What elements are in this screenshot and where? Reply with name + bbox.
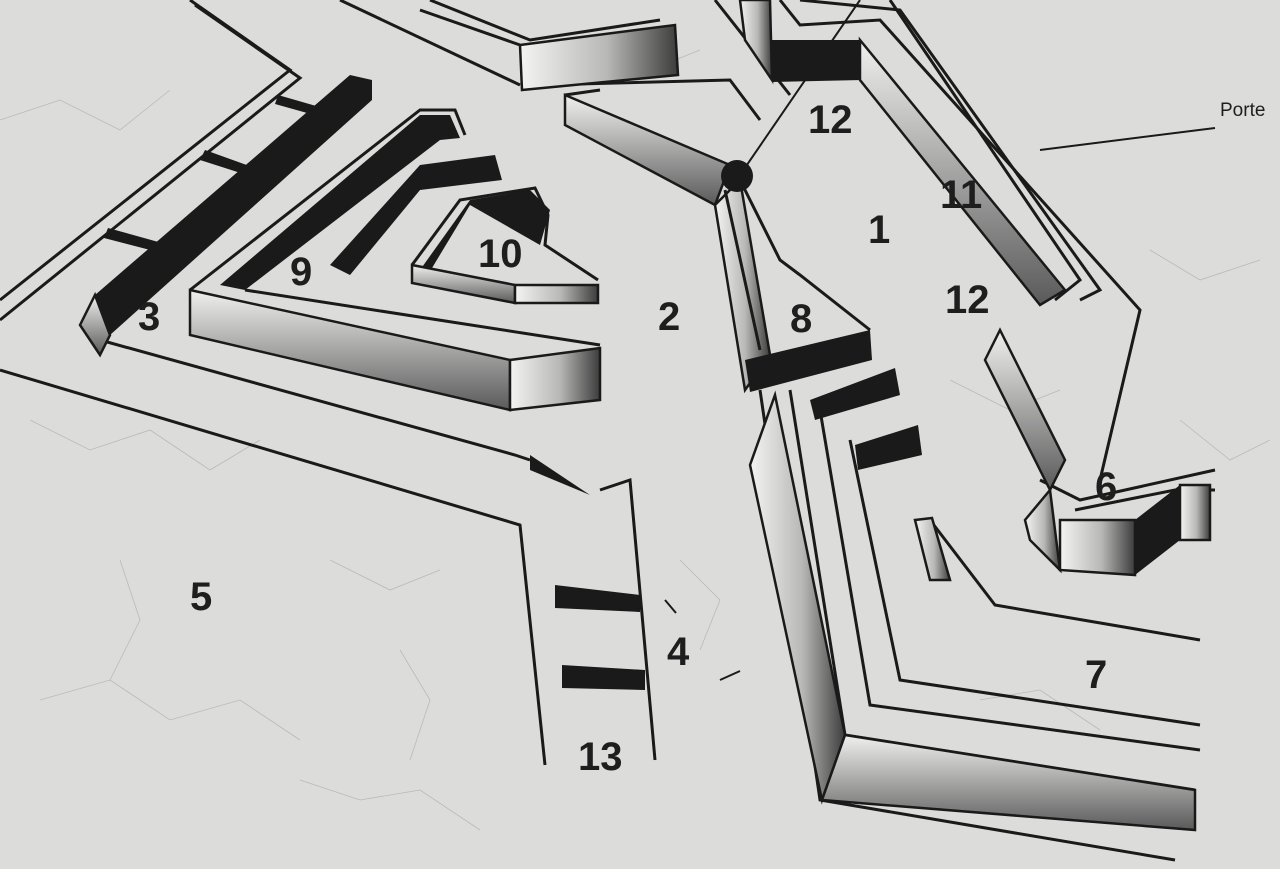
gate-label: Porte <box>1220 100 1265 121</box>
label-12-middle: 12 <box>945 278 990 322</box>
label-8: 8 <box>790 297 812 341</box>
bastion-3 <box>78 75 372 358</box>
bastion-7 <box>748 368 1197 832</box>
bastion-6 <box>983 327 1212 577</box>
label-2: 2 <box>658 295 680 339</box>
label-3: 3 <box>138 295 160 339</box>
label-6: 6 <box>1095 465 1117 509</box>
label-9: 9 <box>290 250 312 294</box>
top-wall <box>419 8 680 92</box>
label-13: 13 <box>578 735 623 779</box>
rampart-lines <box>0 0 1216 862</box>
block-8 <box>713 160 872 394</box>
label-5: 5 <box>190 575 212 619</box>
ravelin-9 <box>188 108 602 412</box>
junction-marker <box>721 160 753 192</box>
block-12-top <box>738 0 1067 307</box>
ravelin-10 <box>410 186 600 305</box>
label-10: 10 <box>478 232 523 276</box>
label-12-top: 12 <box>808 98 853 142</box>
plan-labels: 1 2 3 4 5 6 7 8 9 10 11 12 12 13 Porte <box>138 98 1265 779</box>
label-1: 1 <box>868 208 890 252</box>
bastion-4 <box>530 455 645 690</box>
label-7: 7 <box>1085 653 1107 697</box>
label-4: 4 <box>667 630 690 674</box>
label-11: 11 <box>940 173 982 217</box>
central-wall-2 <box>563 88 732 207</box>
